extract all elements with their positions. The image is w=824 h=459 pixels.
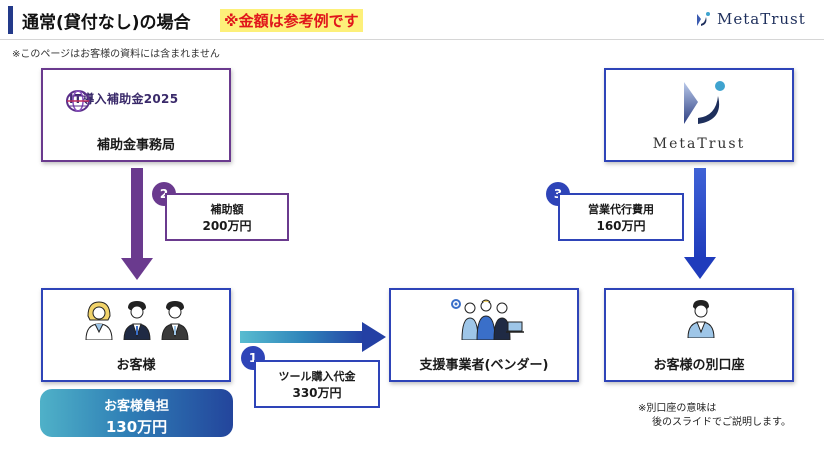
sales-fee-box: 営業代行費用 160万円 (558, 193, 684, 241)
subsidy-amount: 200万円 (202, 219, 252, 233)
subsidy-title: 補助額 (210, 203, 244, 216)
sales-fee-arrow (684, 168, 716, 279)
sales-fee-title: 営業代行費用 (588, 203, 654, 216)
purchase-price-box: ツール購入代金 330万円 (254, 360, 380, 408)
subsidy-arrow (121, 168, 153, 280)
burden-amount: 130万円 (105, 418, 168, 436)
customer-box: お客様 (41, 288, 231, 382)
internal-page-note: ※このページはお客様の資料には含まれません (12, 49, 220, 60)
burden-title: お客様負担 (103, 399, 169, 414)
title-bar: 通常(貸付なし)の場合 ※金額は参考例です MetaTrust (0, 0, 824, 40)
subsidy-secretariat-box: IT導入補助金2025 補助金事務局 (41, 68, 231, 162)
customers-people-icon (85, 301, 189, 340)
vendor-team-icon (451, 299, 524, 340)
subsidy-amount-box: 補助額 200万円 (165, 193, 289, 241)
vendor-box: 支援事業者(ベンダー) (389, 288, 579, 382)
customer-burden-pill: お客様負担 130万円 (40, 389, 233, 437)
separate-account-box: お客様の別口座 (604, 288, 794, 382)
purchase-amount: 330万円 (292, 386, 342, 400)
customer-person-icon (687, 300, 715, 338)
secretariat-label: 補助金事務局 (96, 138, 175, 153)
sales-fee-amount: 160万円 (596, 219, 646, 233)
purchase-arrow (240, 322, 386, 352)
metatrust-logo-icon (684, 81, 725, 124)
title-accent-bar (8, 6, 13, 34)
customer-label: お客様 (116, 358, 156, 373)
page-title: 通常(貸付なし)の場合 (22, 13, 191, 33)
amount-note-highlight: ※金額は参考例です (220, 9, 363, 32)
brand-logo: MetaTrust (694, 10, 806, 28)
metatrust-box: MetaTrust (604, 68, 794, 162)
separate-account-note: ※別口座の意味は 後のスライドでご説明します。 (638, 402, 791, 430)
separate-account-label: お客様の別口座 (653, 358, 745, 373)
brand-name: MetaTrust (717, 10, 806, 28)
it-subsidy-logo: IT導入補助金2025 (65, 90, 179, 112)
it-subsidy-logo-text: IT導入補助金2025 (69, 92, 179, 106)
metatrust-logo-icon (697, 12, 710, 26)
vendor-label: 支援事業者(ベンダー) (419, 358, 549, 373)
purchase-title: ツール購入代金 (278, 370, 356, 383)
globe-icon (66, 90, 90, 112)
note-line-2: 後のスライドでご説明します。 (652, 417, 791, 428)
metatrust-wordmark: MetaTrust (652, 136, 746, 152)
note-line-1: ※別口座の意味は (638, 403, 717, 414)
